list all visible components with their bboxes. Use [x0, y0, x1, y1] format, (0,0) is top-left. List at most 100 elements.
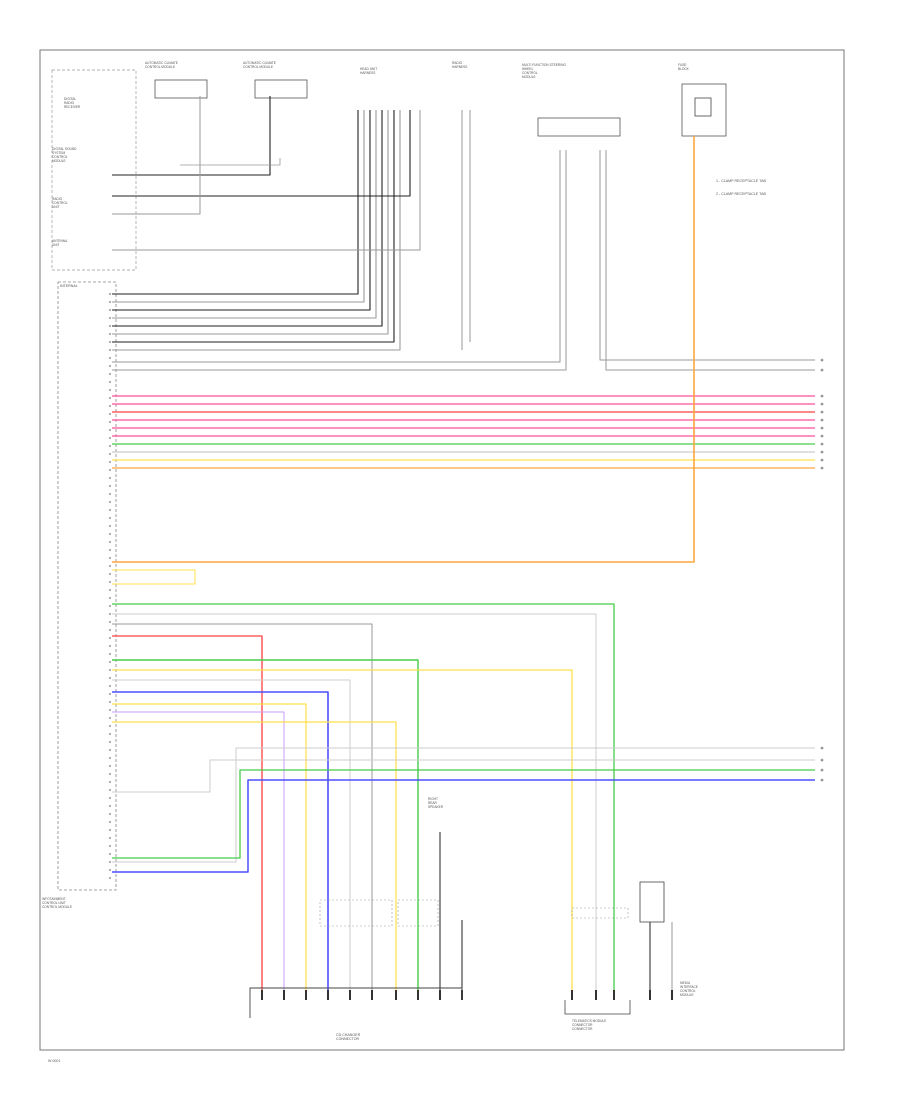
telematics-connector-label: TELEMATICS MODULE CONNECTOR CONNECTOR: [572, 1019, 607, 1031]
top-component-label-amp2-line-2: CONTROL MODULE: [243, 65, 273, 69]
left-component-label-antenna-line-2: UNIT: [52, 243, 59, 247]
cd-connector-label: CD CHANGER CONNECTOR: [336, 1033, 361, 1041]
pin-dot-19: [109, 437, 111, 439]
blue-wire-cd: [112, 691, 329, 990]
pin-dot-43: [109, 629, 111, 631]
left-component-label-dash-line-3: RECEIVER: [64, 105, 81, 109]
telematics-label-line-3: CONNECTOR: [572, 1027, 593, 1031]
pin-dot-31: [109, 533, 111, 535]
yellow-loop-wire: [112, 569, 196, 585]
top-component-label-amp1-line-1: AUTOMATIC CLIMATE: [145, 61, 178, 65]
terminal-11: [820, 458, 824, 462]
pin-dot-7: [109, 341, 111, 343]
terminal-1: [820, 358, 824, 362]
telematics-connector-outline: [564, 1000, 631, 1015]
terminal-8: [820, 434, 824, 438]
pin-dot-32: [109, 541, 111, 543]
pin-dot-53: [109, 709, 111, 711]
pin-dot-35: [109, 565, 111, 567]
pin-dot-38: [109, 589, 111, 591]
pin-dot-36: [109, 573, 111, 575]
telematics-label-line-1: TELEMATICS MODULE: [572, 1019, 606, 1023]
pin-dot-41: [109, 613, 111, 615]
module-title-line-2: CONTROL UNIT: [42, 901, 66, 905]
terminal-markers: [261, 358, 824, 1000]
yellow-wire-cd-2: [112, 721, 397, 990]
pin-dot-71: [109, 853, 111, 855]
top-component-label-bluetooth-line-4: MODULE: [522, 75, 536, 79]
green-wire-right: [112, 769, 815, 859]
top-component-box-amp1: [154, 79, 208, 99]
footer-code: W 0001: [48, 1059, 60, 1063]
fuse-element: [694, 97, 712, 117]
control-module-header: INTERNAL: [60, 284, 78, 288]
pin-dot-8: [109, 349, 111, 351]
pin-dot-72: [109, 861, 111, 863]
top-component-label-phone-line-2: HARNESS: [360, 71, 375, 75]
lightgray-wire-cd: [112, 679, 351, 990]
pin-dot-47: [109, 661, 111, 663]
pin-dot-6: [109, 333, 111, 335]
climate-wire-1: [112, 96, 271, 176]
top-component-label-bluetooth-line-3: CONTROL: [522, 71, 538, 75]
pin-dot-28: [109, 509, 111, 511]
speaker-shield-box: [397, 899, 439, 927]
pin-dot-18: [109, 429, 111, 431]
left-component-label-dash-line-2: RADIO: [64, 101, 75, 105]
rear-speaker: RIGHT REAR SPEAKER: [428, 797, 444, 809]
top-component-box-bluetooth: [537, 117, 621, 137]
pin-dot-4: [109, 317, 111, 319]
speaker-label-line-1: RIGHT: [428, 797, 438, 801]
media-label-line-2: INTERFACE: [680, 985, 698, 989]
pin-dot-16: [109, 413, 111, 415]
terminal-3: [820, 394, 824, 398]
pin-dot-21: [109, 453, 111, 455]
top-component-box-amp2: [254, 79, 308, 99]
pin-dot-33: [109, 549, 111, 551]
red-wire-cd: [112, 635, 263, 990]
top-component-label-fuse-line-1: FUSE: [678, 63, 687, 67]
lightgray-wire-telematics: [112, 613, 597, 990]
telematics-connector: TELEMATICS MODULE CONNECTOR CONNECTOR: [564, 1000, 631, 1031]
pin-dot-57: [109, 741, 111, 743]
pin-dot-52: [109, 701, 111, 703]
cd-shield-box: [319, 899, 393, 927]
module-title-line-3: CONTROL MODULE: [42, 905, 72, 909]
pin-dot-24: [109, 477, 111, 479]
pin-dot-14: [109, 397, 111, 399]
telematics-shield-box: [571, 907, 629, 919]
bluetooth-wire-3: [599, 150, 815, 361]
left-component-label-radio-line-2: CONTROL: [52, 201, 68, 205]
left-component-label-antenna-line-1: ANTENNA: [52, 239, 68, 243]
pin-dot-34: [109, 557, 111, 559]
top-component-label-usb-line-1: RADIO: [452, 61, 463, 65]
left-component-label-dsp-line-2: SYSTEM: [52, 151, 65, 155]
pin-dot-20: [109, 445, 111, 447]
left-component-label-dsp-line-4: MODULE: [52, 159, 66, 163]
bluetooth-wire-2: [112, 150, 567, 371]
cd-label-line-2: CONNECTOR: [336, 1037, 359, 1041]
pin-number-column: [109, 293, 111, 879]
climate-wire-4: [112, 110, 421, 251]
left-component-label-dsp-line-3: CONTROL: [52, 155, 68, 159]
pin-dot-64: [109, 797, 111, 799]
pin-dot-39: [109, 597, 111, 599]
black-wire-7: [112, 110, 395, 343]
pin-dot-51: [109, 693, 111, 695]
pin-dot-73: [109, 869, 111, 871]
pin-dot-45: [109, 645, 111, 647]
legend-item-1: 1 - CLAMP RECEPTACLE TAB: [716, 179, 766, 183]
black-wire-8: [112, 110, 401, 351]
pin-dot-27: [109, 501, 111, 503]
lightgray-wire-right: [112, 747, 815, 863]
pin-dot-22: [109, 461, 111, 463]
violet-wire-cd: [112, 711, 285, 990]
climate-wire-2: [112, 110, 411, 197]
